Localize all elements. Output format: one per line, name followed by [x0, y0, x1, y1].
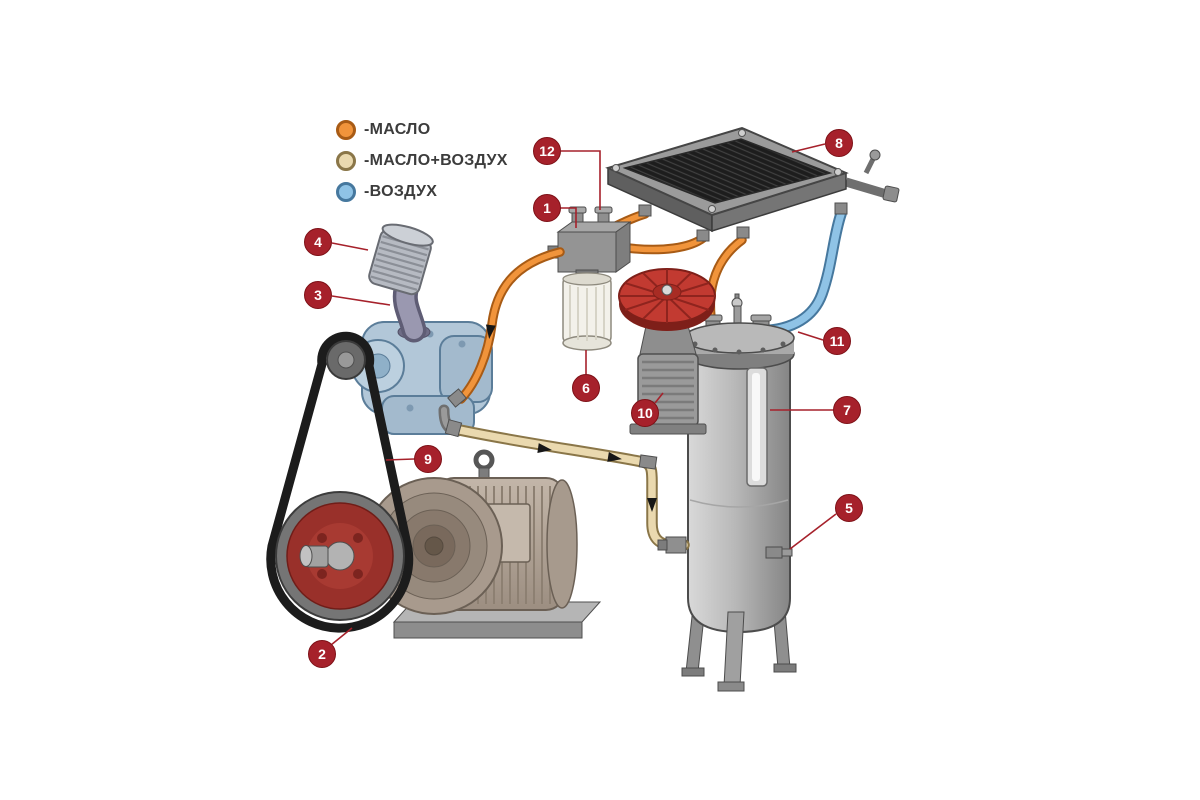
leader-line-11: [797, 331, 824, 341]
legend-label-oil-air: -МАСЛО+ВОЗДУХ: [364, 151, 508, 169]
legend-swatch-oil: [336, 119, 356, 140]
leader-line-10: [654, 392, 664, 404]
front-pipes: [444, 247, 690, 554]
legend-label-oil: -МАСЛО: [364, 120, 431, 138]
oil-separator-tank: [681, 293, 797, 692]
leader-line-3: [331, 295, 391, 306]
oil-pipe-block-to-compressor: [458, 249, 563, 402]
legend-item-oil: -МАСЛО: [336, 119, 508, 140]
air-pipe-separator-to-cooler: [756, 210, 845, 335]
radiator-core: [622, 138, 833, 204]
leader-line-12: [561, 150, 601, 210]
leader-line-5: [789, 513, 837, 550]
belt-drive: [266, 331, 414, 633]
legend-item-air: -ВОЗДУХ: [336, 181, 508, 202]
legend: -МАСЛО -МАСЛО+ВОЗДУХ -ВОЗДУХ: [336, 119, 508, 202]
legend-item-oil-air: -МАСЛО+ВОЗДУХ: [336, 150, 508, 171]
leader-line-4: [331, 242, 369, 251]
legend-label-air: -ВОЗДУХ: [364, 182, 438, 200]
legend-swatch-air: [336, 181, 356, 202]
thermostat-block: [547, 206, 632, 273]
leader-line-2: [330, 627, 353, 646]
motor-base: [393, 621, 583, 639]
relief-valve-icon: [869, 149, 881, 161]
air-intake-filter: [368, 223, 434, 296]
leader-line-9: [385, 458, 415, 461]
leader-line-8: [791, 143, 826, 153]
drive-belt: [266, 331, 414, 633]
oil-filter: [562, 269, 612, 351]
legend-swatch-oil-air: [336, 150, 356, 171]
oil-cooler-radiator: [605, 126, 900, 233]
leader-line-1: [560, 207, 577, 228]
